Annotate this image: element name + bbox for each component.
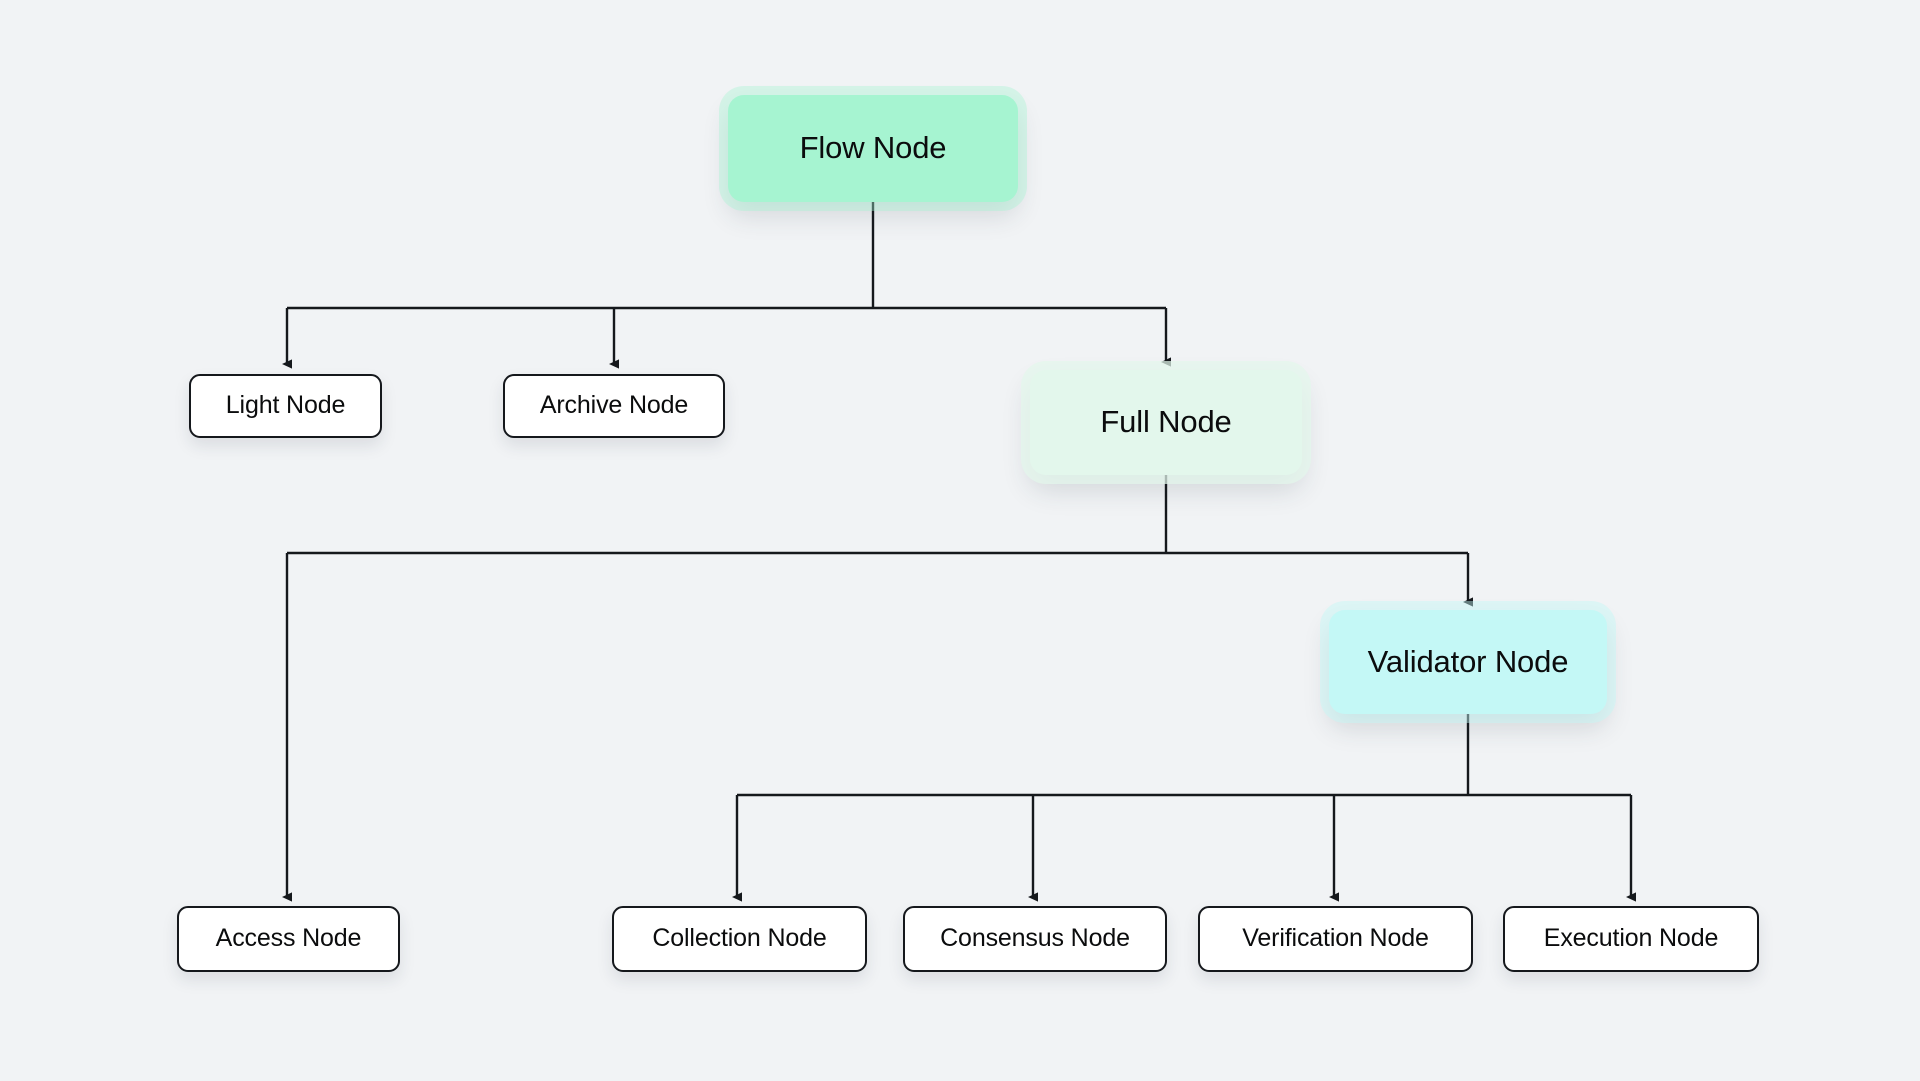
node-validator-node-label: Validator Node	[1367, 643, 1569, 679]
node-archive-node[interactable]: Archive Node	[503, 374, 725, 438]
node-execution-node-label: Execution Node	[1543, 924, 1719, 953]
node-collection-node[interactable]: Collection Node	[612, 906, 867, 972]
node-consensus-node[interactable]: Consensus Node	[903, 906, 1167, 972]
node-light-node[interactable]: Light Node	[189, 374, 382, 438]
node-full-node-label: Full Node	[1100, 404, 1232, 440]
node-consensus-node-label: Consensus Node	[940, 924, 1130, 953]
node-verification-node[interactable]: Verification Node	[1198, 906, 1473, 972]
node-verification-node-label: Verification Node	[1242, 924, 1429, 953]
node-validator-node[interactable]: Validator Node	[1329, 610, 1607, 714]
node-archive-node-label: Archive Node	[539, 391, 689, 420]
node-access-node-label: Access Node	[215, 924, 362, 953]
node-access-node[interactable]: Access Node	[177, 906, 400, 972]
node-light-node-label: Light Node	[225, 391, 346, 420]
node-full-node[interactable]: Full Node	[1030, 370, 1302, 475]
node-flow-node-label: Flow Node	[799, 130, 947, 166]
node-flow-node[interactable]: Flow Node	[728, 95, 1018, 202]
node-execution-node[interactable]: Execution Node	[1503, 906, 1759, 972]
node-collection-node-label: Collection Node	[652, 924, 827, 953]
